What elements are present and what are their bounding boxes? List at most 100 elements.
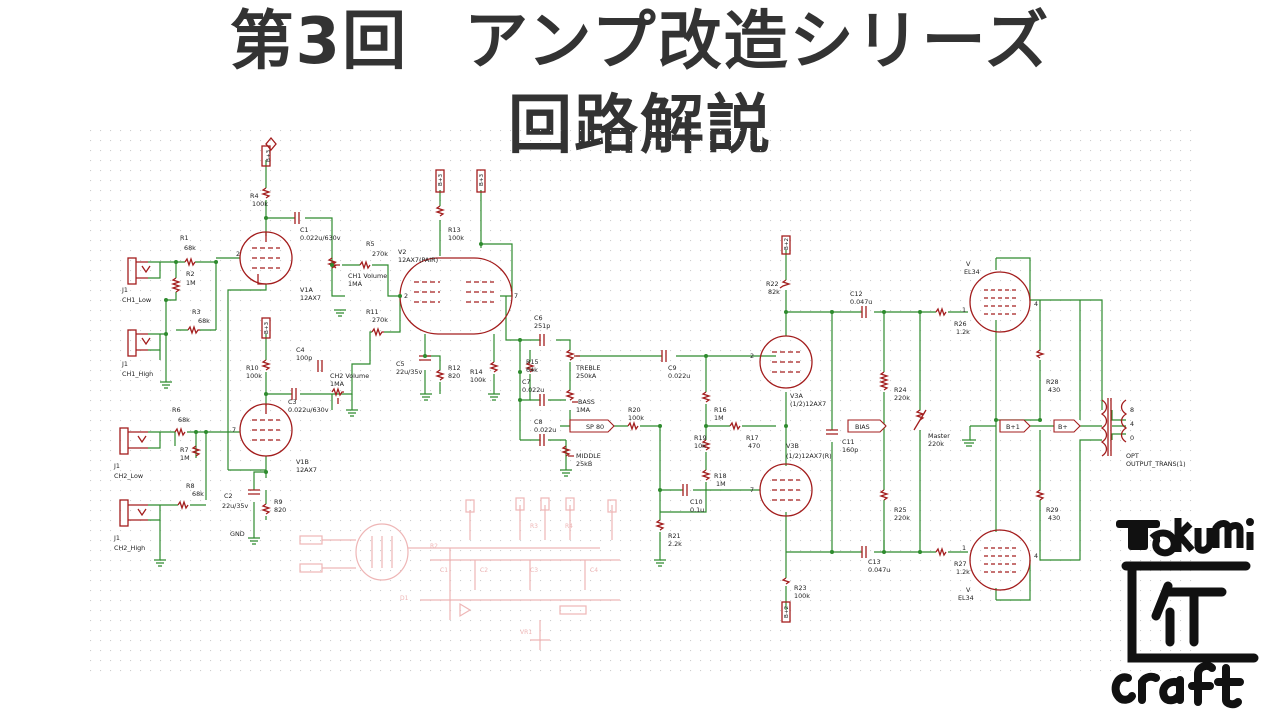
ghost-circuit <box>299 497 620 650</box>
resistor-r9 <box>260 503 272 515</box>
resistor-r4 <box>260 187 272 199</box>
lbl-o8: 8 <box>1130 406 1134 414</box>
lbl-bplus: B+ <box>1058 423 1068 431</box>
lbl-r5: R5 <box>366 240 375 248</box>
lbl-r16v: 1M <box>714 414 724 422</box>
lbl-pin2b: 2 <box>404 292 408 300</box>
lbl-r1: R1 <box>180 234 189 242</box>
lbl-c1: C1 <box>300 226 309 234</box>
lbl-pin7a: 7 <box>232 426 236 434</box>
lbl-r14: R14 <box>470 368 483 376</box>
lbl-c5v: 22u/35v <box>396 368 422 376</box>
lbl-v-top: V <box>966 260 971 268</box>
lbl-pin7b: 7 <box>514 292 518 300</box>
takumi-craft-logo <box>1111 518 1259 709</box>
resistor-r10 <box>260 359 272 371</box>
lbl-r15: R15 <box>526 358 539 366</box>
lbl-v3a: V3A <box>790 392 803 400</box>
lbl-r26v: 1.2k <box>956 328 970 336</box>
resistor-r14 <box>488 361 500 373</box>
resistor-r28 <box>1035 349 1046 359</box>
lbl-r8: R8 <box>186 482 195 490</box>
title-episode: 第3回 <box>229 5 409 79</box>
lbl-c8: C8 <box>534 418 543 426</box>
svg-text:D1: D1 <box>400 595 409 602</box>
lbl-ch1-volume: CH1 Volume <box>348 272 387 280</box>
ground-symbols <box>154 309 976 567</box>
lbl-v2: V2 <box>398 248 406 256</box>
lbl-r24: R24 <box>894 386 907 394</box>
lbl-v2v: 12AX7(PAIR) <box>398 256 438 264</box>
lbl-r1v: 68k <box>184 244 196 252</box>
lbl-c13: C13 <box>868 558 881 566</box>
lbl-r2v: 1M <box>186 279 196 287</box>
lbl-r12v: 820 <box>448 372 460 380</box>
lbl-j1b-name: CH1_High <box>122 370 153 378</box>
svg-text:R2: R2 <box>430 543 438 550</box>
jack-ch1-high <box>127 329 137 357</box>
lbl-j2b: J1 <box>113 534 120 542</box>
flag-b3-2 <box>435 169 445 193</box>
lbl-r21: R21 <box>668 532 681 540</box>
lbl-gnd: GND <box>230 530 245 538</box>
capacitor-c2 <box>248 489 260 495</box>
resistor-r19 <box>700 439 712 451</box>
resistor-r5 <box>359 259 371 271</box>
resistor-r12 <box>434 369 446 381</box>
lbl-opt-v: OUTPUT_TRANS(1) <box>1126 460 1186 468</box>
flag-b2-top <box>781 235 791 255</box>
lbl-v-top-v: EL34 <box>964 268 980 276</box>
lbl-r7: R7 <box>180 446 189 454</box>
lbl-flag-b3c: B+3 <box>479 173 485 186</box>
pot-treble <box>564 349 580 361</box>
svg-text:C2: C2 <box>480 567 488 574</box>
resistor-r3 <box>187 324 200 336</box>
lbl-c13v: 0.047u <box>868 566 890 574</box>
resistor-r18 <box>700 469 712 481</box>
jack-ch2-high <box>119 499 129 527</box>
lbl-c3: C3 <box>288 398 297 406</box>
lbl-c12: C12 <box>850 290 863 298</box>
lbl-middle-v: 25kB <box>576 460 592 468</box>
lbl-c7v: 0.022u <box>522 386 544 394</box>
capacitor-c10 <box>682 484 688 496</box>
lbl-middle: MIDDLE <box>576 452 601 460</box>
lbl-flag-b3d: B+3 <box>264 321 270 334</box>
lbl-r8v: 68k <box>192 490 204 498</box>
lbl-treble-v: 250kA <box>576 372 597 380</box>
lbl-pin4a: 4 <box>1034 300 1038 308</box>
pot-middle <box>560 445 574 457</box>
lbl-v-bottom: V <box>966 586 971 594</box>
lbl-pin5b: 1 <box>962 544 966 552</box>
resistor-r23 <box>781 577 791 585</box>
svg-text:C4: C4 <box>590 567 598 574</box>
lbl-r18v: 1M <box>716 480 726 488</box>
resistor-r13 <box>434 205 446 217</box>
resistor-r15 <box>524 361 536 373</box>
lbl-r17v: 470 <box>748 442 760 450</box>
lbl-r3v: 68k <box>198 317 210 325</box>
label-box-bplus1 <box>999 419 1031 433</box>
lbl-r19v: 10k <box>694 442 706 450</box>
lbl-r7v: 1M <box>180 454 190 462</box>
lbl-r12: R12 <box>448 364 461 372</box>
lbl-bass-v: 1MA <box>576 406 591 414</box>
resistor-r20 <box>627 420 639 432</box>
lbl-bias: BIAS <box>855 423 870 431</box>
lbl-r25v: 220k <box>894 514 910 522</box>
resistor-r7 <box>190 445 202 457</box>
lbl-j1b: J1 <box>121 360 128 368</box>
lbl-ch1-volume-v: 1MA <box>348 280 363 288</box>
lbl-r22v: 82k <box>768 288 780 296</box>
lbl-r15v: 64k <box>526 366 538 374</box>
lbl-r17: R17 <box>746 434 759 442</box>
lbl-ch2-volume-v: 1MA <box>330 380 345 388</box>
jack-ch2-low <box>119 427 129 455</box>
lbl-treble: TREBLE <box>575 364 600 372</box>
lbl-r2: R2 <box>186 270 195 278</box>
grid-background <box>82 128 1200 676</box>
lbl-r27: R27 <box>954 560 967 568</box>
lbl-r26: R26 <box>954 320 967 328</box>
lbl-c9: C9 <box>668 364 677 372</box>
